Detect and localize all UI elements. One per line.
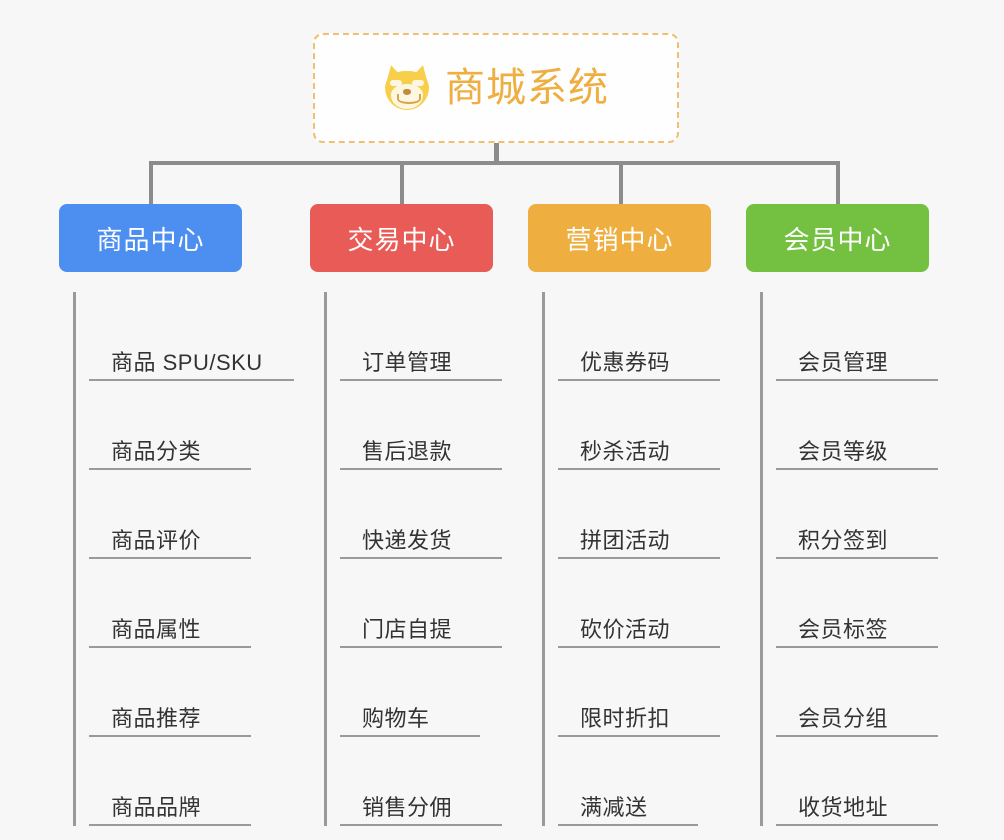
list-item[interactable]: 积分签到 — [776, 470, 938, 559]
leaf-list-member: 会员管理 会员等级 积分签到 会员标签 会员分组 收货地址 — [760, 292, 938, 826]
list-item[interactable]: 收货地址 — [776, 737, 938, 826]
branch-column-marketing: 营销中心 优惠券码 秒杀活动 拼团活动 砍价活动 限时折扣 满减送 — [528, 204, 720, 826]
leaf-list-product: 商品 SPU/SKU 商品分类 商品评价 商品属性 商品推荐 商品品牌 — [73, 292, 294, 826]
list-item[interactable]: 快递发货 — [340, 470, 502, 559]
list-item[interactable]: 商品属性 — [89, 559, 251, 648]
list-item[interactable]: 销售分佣 — [340, 737, 502, 826]
connector-drop-3 — [619, 161, 623, 205]
list-item[interactable]: 商品评价 — [89, 470, 251, 559]
category-box-marketing[interactable]: 营销中心 — [528, 204, 711, 272]
category-box-trade[interactable]: 交易中心 — [310, 204, 493, 272]
list-item[interactable]: 商品 SPU/SKU — [89, 292, 294, 381]
list-item[interactable]: 商品分类 — [89, 381, 251, 470]
list-item[interactable]: 售后退款 — [340, 381, 502, 470]
list-item[interactable]: 限时折扣 — [558, 648, 720, 737]
root-title: 商城系统 — [445, 66, 609, 110]
list-item[interactable]: 商品推荐 — [89, 648, 251, 737]
root-node[interactable]: 商城系统 — [313, 33, 679, 143]
branch-column-trade: 交易中心 订单管理 售后退款 快递发货 门店自提 购物车 销售分佣 — [310, 204, 502, 826]
list-item[interactable]: 会员等级 — [776, 381, 938, 470]
category-box-member[interactable]: 会员中心 — [746, 204, 929, 272]
list-item[interactable]: 会员标签 — [776, 559, 938, 648]
list-item[interactable]: 门店自提 — [340, 559, 502, 648]
category-label: 营销中心 — [565, 224, 674, 255]
connector-root-stem — [494, 143, 499, 164]
dog-face-icon — [382, 63, 432, 111]
category-label: 会员中心 — [783, 224, 892, 255]
branch-column-product: 商品中心 商品 SPU/SKU 商品分类 商品评价 商品属性 商品推荐 商品品牌 — [59, 204, 294, 826]
category-label: 交易中心 — [347, 224, 456, 255]
list-item[interactable]: 砍价活动 — [558, 559, 720, 648]
connector-drop-4 — [836, 161, 840, 205]
list-item[interactable]: 拼团活动 — [558, 470, 720, 559]
category-label: 商品中心 — [96, 224, 205, 255]
list-item[interactable]: 购物车 — [340, 648, 480, 737]
connector-drop-1 — [149, 161, 153, 205]
list-item[interactable]: 秒杀活动 — [558, 381, 720, 470]
connector-horizontal-bus — [149, 161, 840, 165]
list-item[interactable]: 会员分组 — [776, 648, 938, 737]
list-item[interactable]: 满减送 — [558, 737, 698, 826]
leaf-list-trade: 订单管理 售后退款 快递发货 门店自提 购物车 销售分佣 — [324, 292, 502, 826]
branch-column-member: 会员中心 会员管理 会员等级 积分签到 会员标签 会员分组 收货地址 — [746, 204, 938, 826]
leaf-list-marketing: 优惠券码 秒杀活动 拼团活动 砍价活动 限时折扣 满减送 — [542, 292, 720, 826]
list-item[interactable]: 会员管理 — [776, 292, 938, 381]
list-item[interactable]: 订单管理 — [340, 292, 502, 381]
connector-drop-2 — [400, 161, 404, 205]
list-item[interactable]: 商品品牌 — [89, 737, 251, 826]
list-item[interactable]: 优惠券码 — [558, 292, 720, 381]
category-box-product[interactable]: 商品中心 — [59, 204, 242, 272]
